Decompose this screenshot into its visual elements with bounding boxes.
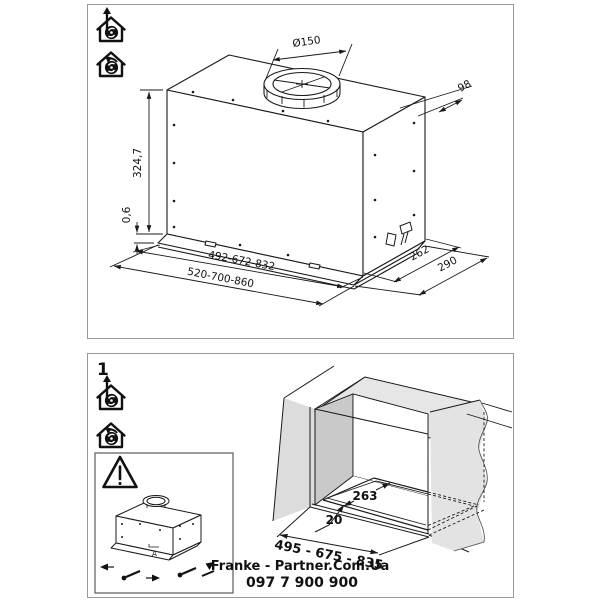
hood-dimension-drawing: Ø150 98 324,7 0,6 492-672-832 520-700-86… — [96, 7, 490, 307]
watermark-phone: 097 7 900 900 — [246, 575, 358, 591]
dim-duct-diameter: Ø150 — [292, 34, 322, 50]
mini-hood-drawing — [110, 495, 202, 561]
step-number: 1 — [97, 360, 109, 380]
hood-dimensions-panel: Ø150 98 324,7 0,6 492-672-832 520-700-86… — [87, 4, 514, 339]
hidden-lines — [426, 412, 485, 536]
house-fan-recirculation-icon — [96, 422, 126, 449]
dim-rear-offset: 98 — [456, 78, 473, 95]
house-fan-exhaust-icon — [96, 7, 126, 43]
dim-cutout-depth: 263 — [352, 489, 377, 503]
duct-collar — [263, 67, 341, 110]
house-fan-recirculation-icon — [96, 51, 126, 78]
watermark-site: Franke - Partner.Com.Ua — [211, 559, 389, 574]
side-fitting-detail — [385, 221, 413, 247]
installation-drawing: 1 — [94, 360, 512, 594]
dimension-lines — [109, 43, 490, 307]
warning-triangle-icon — [102, 455, 138, 489]
warning-hardware-box: A — [94, 452, 234, 594]
house-fan-exhaust-icon — [96, 375, 126, 411]
installation-step-panel: 1 — [87, 353, 514, 598]
dim-panel-gap: 0,6 — [121, 206, 133, 223]
cabinet-cutout-drawing: 263 20 495 - 675 - 835 — [272, 365, 512, 573]
dim-body-height: 324,7 — [132, 148, 144, 178]
dim-front-offset: 20 — [326, 513, 343, 527]
mounting-screws — [100, 562, 215, 582]
cutout-dimensions — [276, 482, 430, 556]
screw-position-label: A — [152, 550, 157, 558]
